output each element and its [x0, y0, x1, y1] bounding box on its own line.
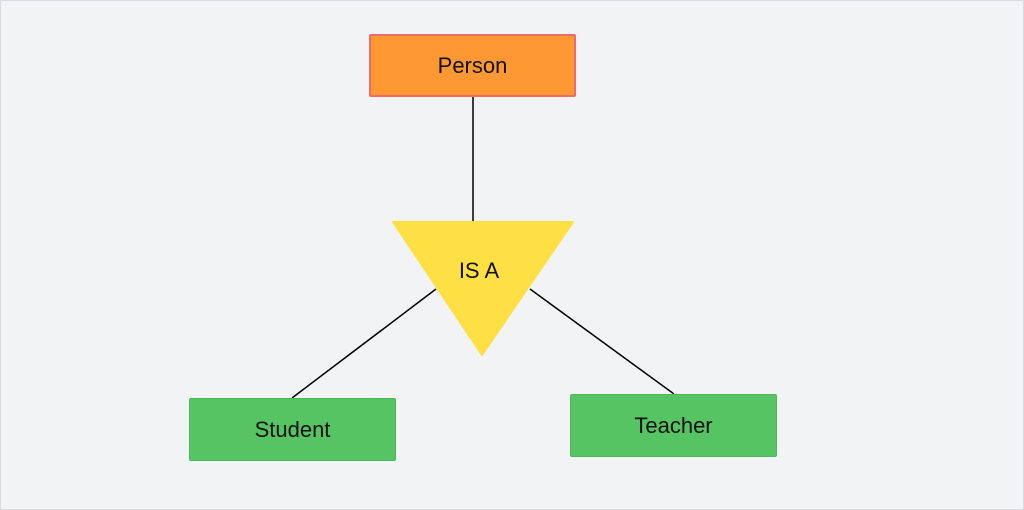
isa-triangle[interactable] [392, 221, 574, 356]
edge-isa-to-student [291, 288, 437, 399]
edge-isa-to-teacher [529, 288, 675, 395]
entity-student[interactable]: Student [189, 398, 396, 461]
entity-person-label: Person [437, 52, 508, 78]
entity-student-label: Student [254, 416, 331, 442]
entity-person[interactable]: Person [369, 34, 576, 97]
entity-teacher[interactable]: Teacher [570, 394, 777, 457]
isa-label: IS A [459, 258, 500, 283]
entity-teacher-label: Teacher [634, 412, 713, 438]
